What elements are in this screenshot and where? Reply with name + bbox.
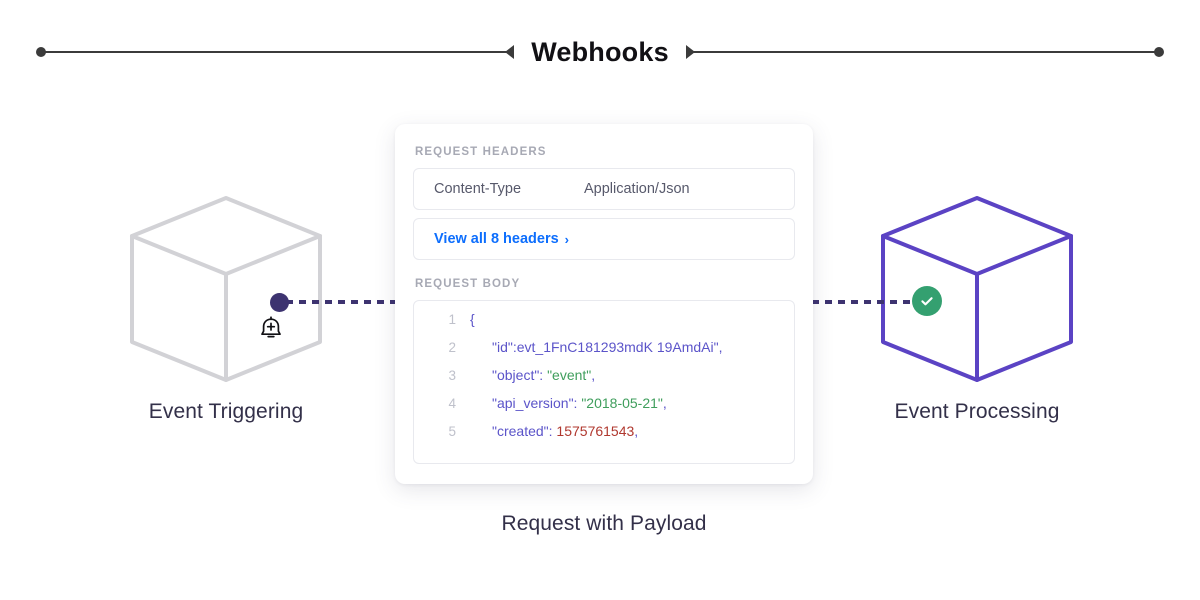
header-rule-right-dot: [1154, 47, 1164, 57]
arrow-right-icon: [685, 45, 695, 59]
node-event-processing: Event Processing: [827, 192, 1127, 424]
header-row-content-type: Content-Type Application/Json: [413, 168, 795, 210]
code-line-number: 3: [448, 368, 456, 383]
node-right-label: Event Processing: [894, 400, 1060, 423]
arrow-left-icon: [505, 45, 515, 59]
code-token: "api_version":: [492, 395, 582, 411]
header-row-key: Content-Type: [434, 181, 522, 197]
code-token: "created":: [492, 423, 557, 439]
code-line-number: 5: [448, 424, 456, 439]
code-token: "event": [547, 367, 592, 383]
code-line: 3 "object": "event",: [414, 367, 794, 395]
request-card: REQUEST HEADERS Content-Type Application…: [395, 124, 813, 484]
code-token: ,: [591, 367, 596, 383]
code-line-text: "id":evt_1FnC181293mdK 19AmdAi",: [470, 339, 722, 355]
header-rule-right-line: [686, 51, 1160, 53]
code-token: "2018-05-21": [581, 395, 663, 411]
code-line-text: "api_version": "2018-05-21",: [470, 395, 667, 411]
header-row-value: Application/Json: [584, 181, 690, 197]
code-token: ,: [634, 423, 639, 439]
view-all-headers-label: View all 8 headers: [434, 231, 559, 247]
node-left-label: Event Triggering: [148, 400, 304, 423]
code-line-text: {: [470, 311, 475, 327]
code-line-text: "created": 1575761543,: [470, 423, 638, 439]
request-body-label: REQUEST BODY: [415, 278, 521, 290]
request-body-code: 1{2"id":evt_1FnC181293mdK 19AmdAi",3"obj…: [413, 300, 795, 464]
page-header: Webhooks: [0, 30, 1200, 74]
node-event-triggering: Event Triggering: [76, 192, 376, 424]
view-all-headers-link[interactable]: View all 8 headers ›: [434, 231, 569, 247]
bell-plus-icon: [258, 316, 284, 342]
code-token: 1575761543: [556, 423, 635, 439]
header-rule-right: [685, 42, 1200, 62]
connector-right: [812, 300, 916, 304]
connector-right-dots: [812, 300, 916, 304]
connector-left-dots: [286, 300, 396, 304]
code-line-text: "object": "event",: [470, 367, 595, 383]
connector-source-dot: [270, 293, 289, 312]
request-headers-label: REQUEST HEADERS: [415, 146, 547, 158]
code-token: {: [470, 311, 475, 327]
code-line-number: 2: [448, 340, 456, 355]
code-line: 1{: [414, 311, 794, 339]
code-line-number: 4: [448, 396, 456, 411]
code-token: "id":evt_1FnC181293mdK 19AmdAi",: [492, 339, 723, 355]
cube-wireframe-gray-icon: [130, 196, 322, 382]
code-line: 4 "api_version": "2018-05-21",: [414, 395, 794, 423]
code-token: "object":: [492, 367, 548, 383]
header-rule-left: [0, 42, 515, 62]
header-rule-left-line: [40, 51, 514, 53]
view-all-headers-row[interactable]: View all 8 headers ›: [413, 218, 795, 260]
cube-wireframe-purple-icon: [881, 196, 1073, 382]
connector-left: [286, 300, 396, 304]
header-rule-left-dot: [36, 47, 46, 57]
code-token: ,: [662, 395, 667, 411]
chevron-right-icon: ›: [564, 231, 570, 247]
code-line: 2 "id":evt_1FnC181293mdK 19AmdAi",: [414, 339, 794, 367]
code-line: 5 "created": 1575761543,: [414, 423, 794, 451]
page-title: Webhooks: [531, 36, 669, 67]
card-caption: Request with Payload: [501, 512, 707, 535]
check-circle-icon: [912, 286, 942, 316]
code-line-number: 1: [448, 312, 456, 327]
